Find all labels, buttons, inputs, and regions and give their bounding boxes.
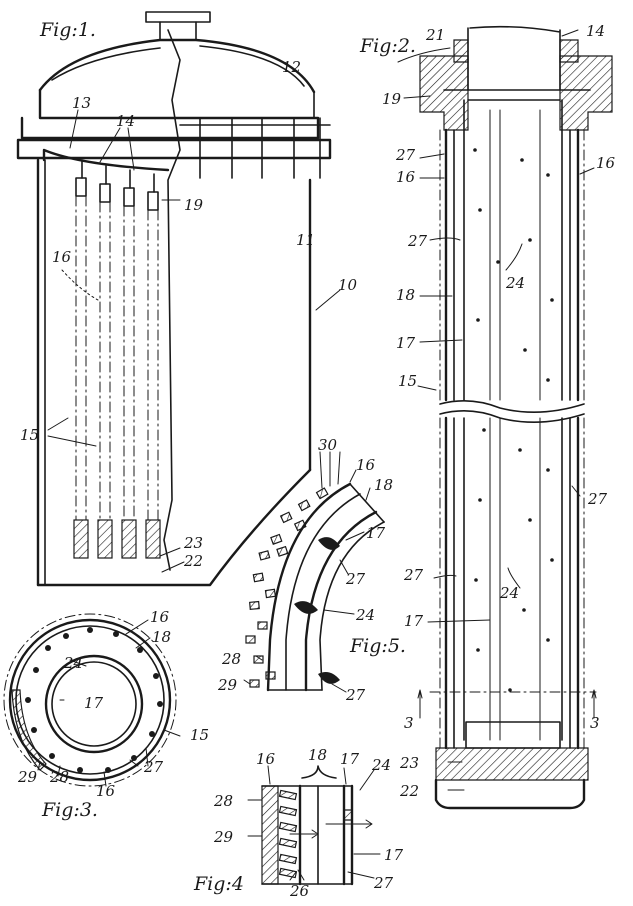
fig-4-title: Fig:4 (193, 873, 244, 895)
figure-5-arc-detail: 30 16 18 17 27 24 28 29 27 Fig:5. (217, 436, 406, 704)
label-16: 16 (52, 248, 72, 266)
label-17-fig4-top: 17 (340, 750, 360, 768)
inner-tube-17 (44, 654, 144, 754)
label-16-fig4: 16 (256, 750, 276, 768)
label-15: 15 (20, 426, 39, 444)
label-22: 22 (183, 552, 203, 570)
label-27-low: 27 (403, 566, 424, 584)
arc-inner-17 (304, 510, 378, 692)
label-3-right: 3 (590, 714, 600, 732)
label-19: 19 (184, 196, 204, 214)
vessel-dome (38, 38, 316, 94)
label-17-fig5: 17 (366, 524, 386, 542)
label-3-left: 3 (404, 714, 414, 732)
label-28-fig4: 28 (213, 792, 233, 810)
figure-4-wall-detail: 16 18 17 24 28 29 17 26 27 Fig:4 (193, 746, 404, 900)
label-17-fig3: 17 (84, 694, 104, 712)
fig-5-title: Fig:5. (349, 635, 406, 657)
label-27-top: 27 (395, 146, 416, 164)
label-14: 14 (116, 112, 135, 130)
label-29-fig5: 29 (217, 676, 238, 694)
label-12: 12 (282, 58, 301, 76)
fig-3-title: Fig:3. (41, 799, 98, 821)
top-nozzle (159, 21, 197, 41)
label-18-fig3: 18 (152, 628, 171, 646)
label-29-fig3: 29 (17, 768, 38, 786)
label-29-fig4: 29 (213, 828, 234, 846)
label-11: 11 (296, 231, 315, 249)
dome-flange (20, 88, 320, 140)
tube-walls-upper (439, 99, 585, 402)
label-17-top: 17 (396, 334, 416, 352)
label-22-fig2: 22 (399, 782, 419, 800)
figure-3-cross-section: 16 18 24 17 15 29 28 16 27 Fig:3. (3, 608, 209, 821)
arc-outer-16 (266, 482, 352, 692)
label-13: 13 (72, 94, 91, 112)
label-14-fig2: 14 (586, 22, 605, 40)
label-24-fig5: 24 (355, 606, 375, 624)
label-16-fig5: 16 (356, 456, 376, 474)
label-26-fig4: 26 (289, 882, 310, 900)
layer-16 (261, 785, 279, 885)
label-17-fig4-low: 17 (384, 846, 404, 864)
granules-fig4 (278, 789, 298, 879)
label-28-fig5: 28 (221, 650, 241, 668)
nut-19 (419, 55, 469, 131)
label-27-fig5-bottom: 27 (345, 686, 366, 704)
fig-1-title: Fig:1. (39, 19, 96, 41)
drops-fig5 (294, 537, 340, 684)
label-27-fig3: 27 (143, 758, 164, 776)
label-18: 18 (396, 286, 415, 304)
label-16-fig3-bottom: 16 (96, 782, 116, 800)
end-cap-22 (434, 778, 586, 810)
fig-2-title: Fig:2. (359, 35, 416, 57)
label-27-right: 27 (587, 490, 608, 508)
drops-27 (25, 627, 163, 773)
label-24-fig4: 24 (371, 756, 391, 774)
label-18-fig5: 18 (374, 476, 393, 494)
tube-sheet (42, 148, 170, 172)
label-24-fig3: 24 (63, 654, 83, 672)
body-flange (16, 117, 332, 179)
label-16-left: 16 (396, 168, 416, 186)
vessel-bottom (36, 468, 312, 587)
perforations-24 (473, 148, 554, 692)
label-27-fig4: 27 (373, 874, 394, 892)
label-27-mid: 27 (407, 232, 428, 250)
end-cap-23 (435, 747, 589, 781)
break-line (163, 29, 181, 571)
label-27-fig5-top: 27 (345, 570, 366, 588)
label-19-fig2: 19 (382, 90, 402, 108)
filter-tubes (73, 159, 161, 559)
label-28-fig3: 28 (49, 768, 69, 786)
label-16-right: 16 (596, 154, 616, 172)
label-23: 23 (183, 534, 203, 552)
outer-sleeve-16 (8, 618, 172, 782)
label-23-fig2: 23 (399, 754, 419, 772)
outlet-pipe (467, 25, 561, 91)
label-30: 30 (318, 436, 338, 454)
label-16-fig3: 16 (150, 608, 170, 626)
label-18-fig4: 18 (308, 746, 327, 764)
label-24-top: 24 (505, 274, 525, 292)
label-15-fig2: 15 (398, 372, 417, 390)
label-24-low: 24 (499, 584, 519, 602)
granules-30 (245, 487, 329, 688)
label-21: 21 (425, 26, 445, 44)
figure-2-tube-section: Fig:2. 21 14 19 27 16 16 27 24 18 17 15 … (359, 22, 616, 810)
label-15-fig3: 15 (190, 726, 209, 744)
figure-1-filter-vessel: 12 13 14 19 11 16 10 15 23 22 Fig:1. (16, 11, 358, 587)
label-10: 10 (338, 276, 358, 294)
tube-walls-lower (439, 416, 585, 750)
top-nozzle-flange (145, 11, 211, 23)
label-17-low: 17 (404, 612, 424, 630)
